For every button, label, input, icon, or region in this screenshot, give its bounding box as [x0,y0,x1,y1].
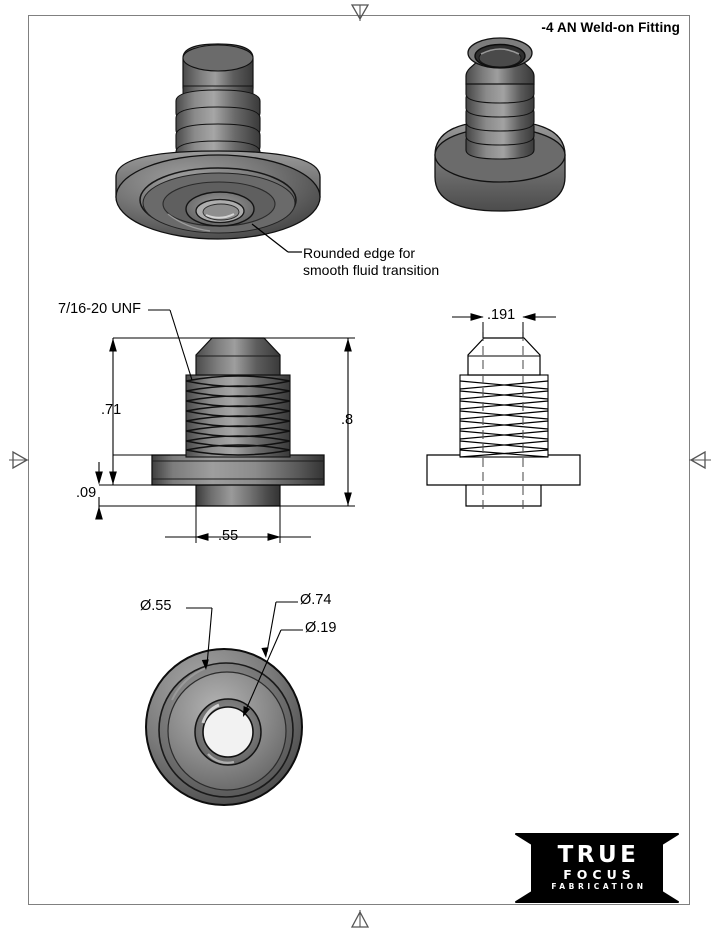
rounded-edge-callout: Rounded edge for smooth fluid transition [303,245,439,279]
dimension-bore: .191 [487,307,516,323]
center-mark-right [687,446,713,474]
center-mark-bottom [346,909,374,931]
dimension-outer-flange: Ø.74 [300,592,332,608]
company-logo: TRUE FOCUS FABRICATION [512,832,682,904]
rounded-edge-callout-line1: Rounded edge for [303,245,416,261]
center-mark-top [346,1,374,23]
dimension-through-hole: Ø.19 [305,620,337,636]
rounded-edge-callout-line2: smooth fluid transition [303,262,440,278]
center-mark-left [7,446,31,474]
dimension-flange-thickness: .09 [76,485,97,501]
dimension-thread-length: .71 [101,402,122,418]
drawing-title: -4 AN Weld-on Fitting [541,20,680,35]
drawing-border [28,15,690,905]
thread-spec-label: 7/16-20 UNF [58,301,142,317]
dimension-overall-height: .8 [341,412,354,428]
dimension-inner-step: Ø.55 [140,598,172,614]
dimension-flange-diameter: .55 [218,528,239,544]
